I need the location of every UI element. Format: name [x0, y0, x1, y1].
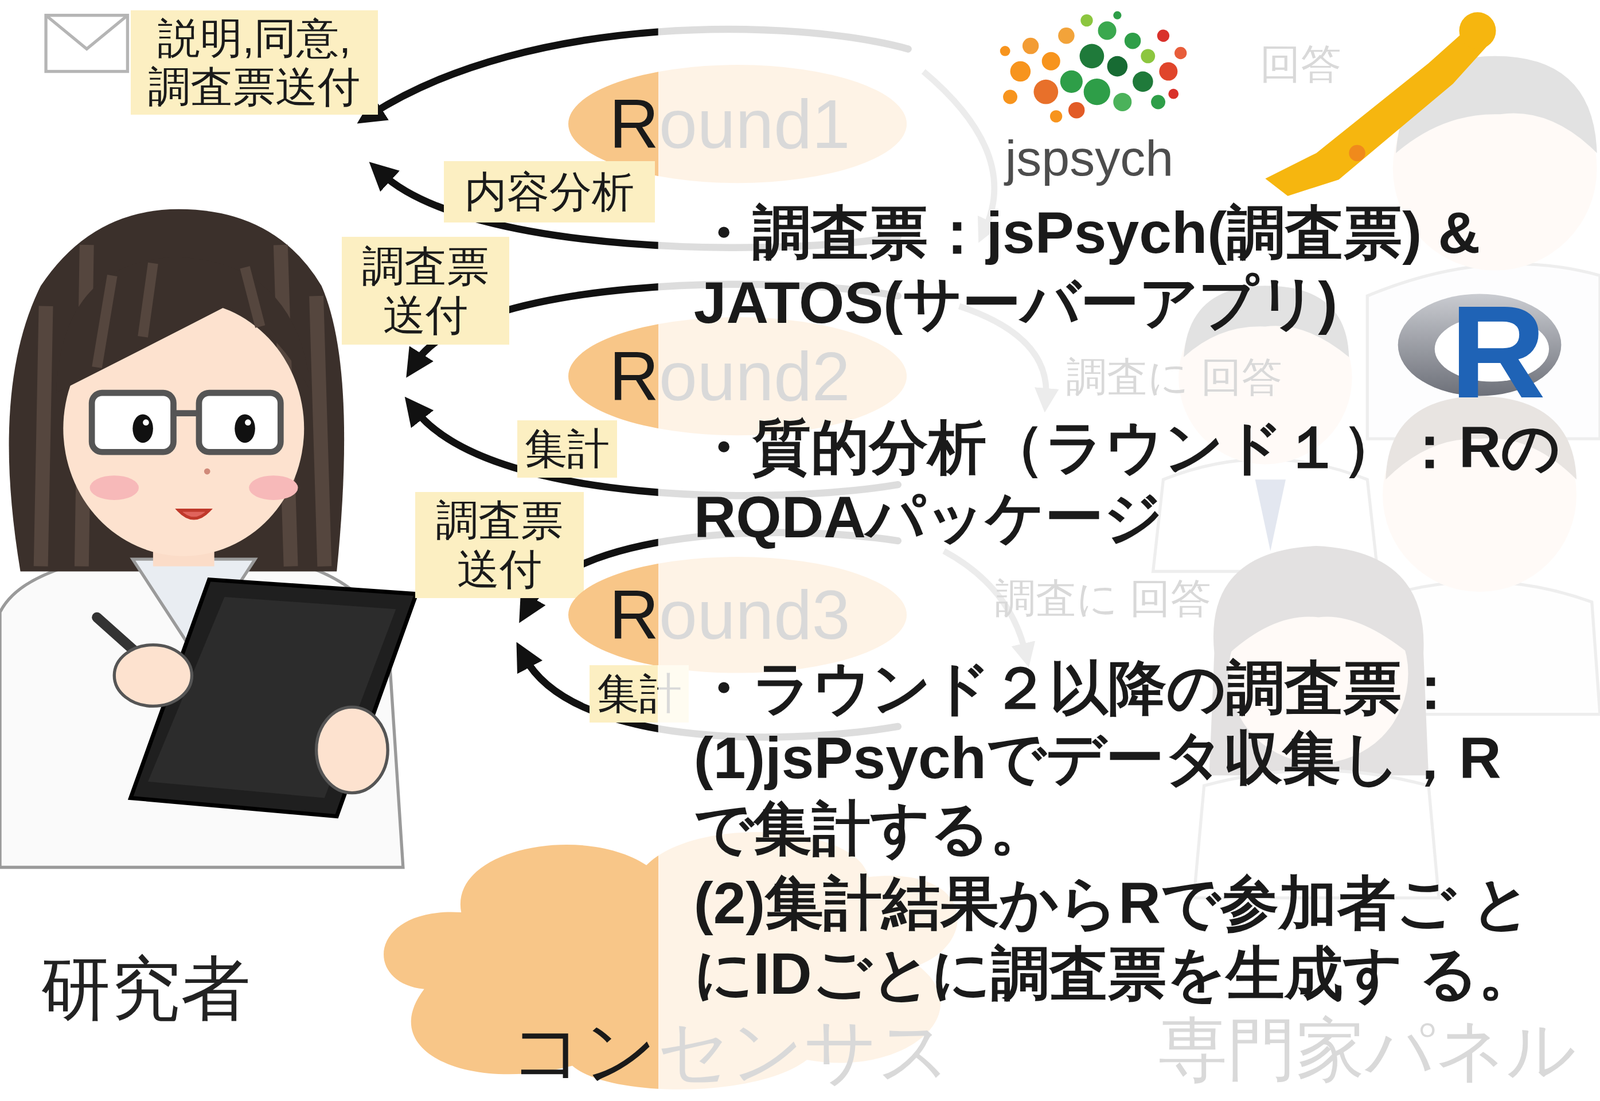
envelope-icon [45, 15, 128, 72]
researcher-figure [147, 596, 396, 799]
step-text: 集計 [596, 669, 682, 718]
jspsych-logo [1157, 29, 1170, 42]
jspsych-logo [1000, 11, 1188, 123]
note-text: (1)jsPsychでデータ収集し，R で集計する。 [693, 723, 1578, 864]
step-label: 調査票 送付 [415, 492, 584, 599]
jspsych-logo [1080, 14, 1093, 27]
step-label: 集計 [517, 420, 618, 478]
note-text: ・質的分析（ラウンド１）：Rの RQDAパッケージ [693, 412, 1578, 553]
jatos-logo [1348, 145, 1365, 162]
jspsych-logo [1010, 61, 1032, 83]
step-label: 内容分析 [443, 161, 655, 223]
step-label: 説明,同意, 調査票送付 [130, 10, 378, 115]
jspsych-logo [1003, 90, 1018, 105]
jspsych-logo [1113, 11, 1122, 20]
faded-label: 調査に 回答 [1066, 354, 1283, 400]
step-label: 調査票 送付 [341, 236, 510, 346]
note-text: ・調査票：jsPsych(調査票) & JATOS(サーバーアプリ) [693, 197, 1578, 339]
faded-label: 調査に 回答 [994, 576, 1212, 622]
panel-title: 専門家パネル [1158, 1013, 1577, 1086]
jspsych-logo [1060, 70, 1083, 93]
jspsych-logo [1124, 32, 1141, 49]
jspsych-logo [1098, 21, 1117, 40]
researcher-figure [178, 510, 209, 519]
note-text: (2)集計結果からRで参加者ご とにIDごとに調査票を生成す る。 [693, 868, 1578, 1009]
round-text: Round3 [609, 580, 850, 650]
jspsych-logo [1000, 45, 1011, 57]
researcher-figure [244, 419, 252, 426]
note-text: ・ラウンド２以降の調査票： [693, 653, 1578, 724]
flow-arcs [371, 29, 909, 737]
jatos-logo [1458, 12, 1496, 49]
figure-caption: 研究者 [40, 946, 251, 1031]
step-label: 集計 [589, 665, 689, 723]
round-text: Round1 [609, 89, 850, 159]
jspsych-logo [1042, 52, 1061, 71]
jspsych-logo [1174, 47, 1187, 60]
envelope-icon [45, 15, 128, 72]
jspsych-logo [1022, 37, 1039, 54]
researcher-figure [96, 263, 261, 368]
researcher-figure [91, 392, 174, 452]
jspsych-logo [1107, 56, 1129, 77]
round-text: Round2 [609, 341, 850, 411]
researcher-figure [204, 468, 211, 475]
ellipse-outline [568, 556, 907, 674]
jspsych-logo [1140, 48, 1155, 64]
researcher-figure [40, 244, 325, 567]
cloud-text: コンセンサス [510, 1013, 951, 1089]
step-text: 集計 [524, 424, 610, 474]
researcher-figure [316, 707, 389, 793]
researcher-figure [9, 209, 345, 572]
step-text: 調査票 送付 [347, 242, 504, 340]
jspsych-logo [1050, 110, 1063, 123]
jspsych-logo [1150, 94, 1166, 109]
researcher-figure [142, 419, 150, 426]
researcher-figure [173, 410, 199, 417]
jatos-logo [1265, 12, 1496, 196]
jspsych-logo [1158, 62, 1178, 81]
step-text: 説明,同意, 調査票送付 [136, 13, 373, 112]
jspsych-logo [1132, 71, 1154, 93]
step-text: 調査票 送付 [420, 496, 579, 594]
logo-letter: R [1449, 298, 1546, 405]
step-text: 内容分析 [464, 167, 635, 217]
researcher-figure [90, 475, 139, 501]
envelope-icon [45, 15, 128, 50]
researcher-figure [198, 392, 281, 452]
jspsych-logo [1113, 92, 1132, 112]
jspsych-logo [1058, 27, 1075, 44]
logo-wordmark: jspsych [1005, 130, 1174, 187]
jspsych-logo [1068, 102, 1085, 119]
jspsych-logo [1083, 78, 1111, 105]
jspsych-logo [1033, 79, 1059, 105]
jspsych-logo [1079, 44, 1105, 69]
researcher-figure [248, 475, 298, 501]
researcher-figure [132, 414, 154, 443]
researcher-figure [234, 414, 256, 443]
jspsych-logo [1168, 88, 1179, 100]
researcher-figure [114, 645, 192, 707]
faded-label: 回答 [1259, 40, 1342, 88]
researcher-figure [56, 256, 312, 393]
